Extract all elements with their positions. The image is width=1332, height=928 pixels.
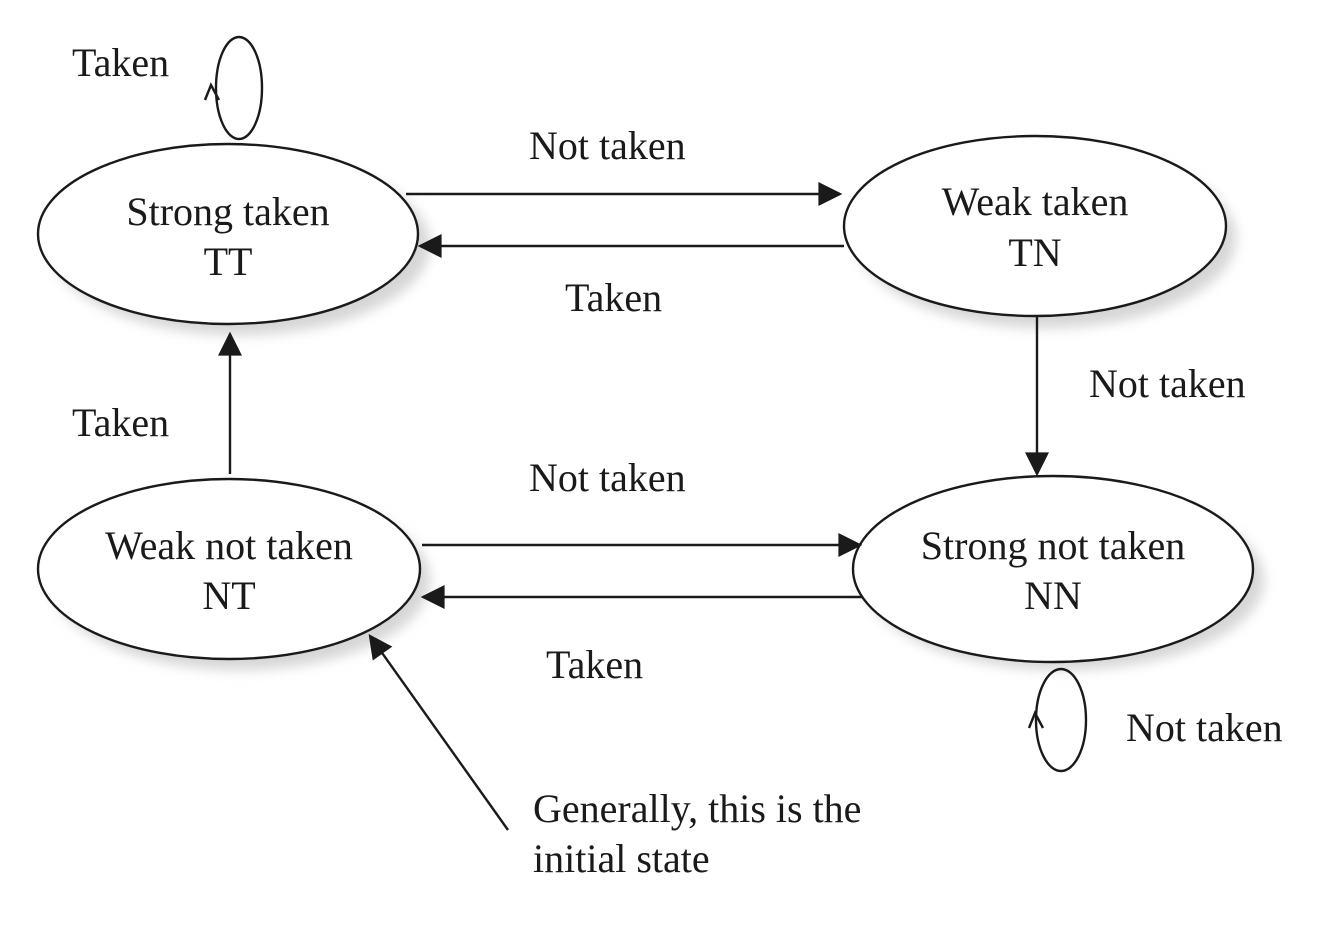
- transition-label-tt-self: Taken: [72, 40, 169, 85]
- state-name: Strong taken: [126, 189, 329, 234]
- state-strong-not-taken: Strong not taken NN: [851, 474, 1255, 664]
- self-loop-strong-taken: [203, 35, 264, 141]
- state-code: NT: [202, 573, 255, 618]
- transition-label-nn-self: Not taken: [1126, 705, 1283, 750]
- state-weak-taken: Weak taken TN: [842, 134, 1228, 318]
- transition-label-tn-to-nn: Not taken: [1089, 361, 1246, 406]
- initial-state-pointer: [368, 634, 509, 831]
- state-code: NN: [1024, 573, 1082, 618]
- state-name: Weak not taken: [105, 523, 353, 568]
- transition-label-tn-to-tt: Taken: [565, 275, 662, 320]
- self-loop-strong-not-taken: [1027, 667, 1088, 773]
- transition-label-nt-to-nn: Not taken: [529, 455, 686, 500]
- initial-state-note-line2: initial state: [533, 836, 710, 881]
- transition-label-nt-to-tt: Taken: [72, 400, 169, 445]
- state-name: Strong not taken: [921, 523, 1185, 568]
- initial-state-note-line1: Generally, this is the: [533, 786, 861, 831]
- transition-label-tt-to-tn: Not taken: [529, 123, 686, 168]
- state-name: Weak taken: [942, 179, 1129, 224]
- transition-label-nn-to-nt: Taken: [546, 642, 643, 687]
- state-code: TN: [1008, 230, 1061, 275]
- state-code: TT: [204, 239, 253, 284]
- state-strong-taken: Strong taken TT: [36, 142, 420, 326]
- state-weak-not-taken: Weak not taken NT: [36, 477, 422, 661]
